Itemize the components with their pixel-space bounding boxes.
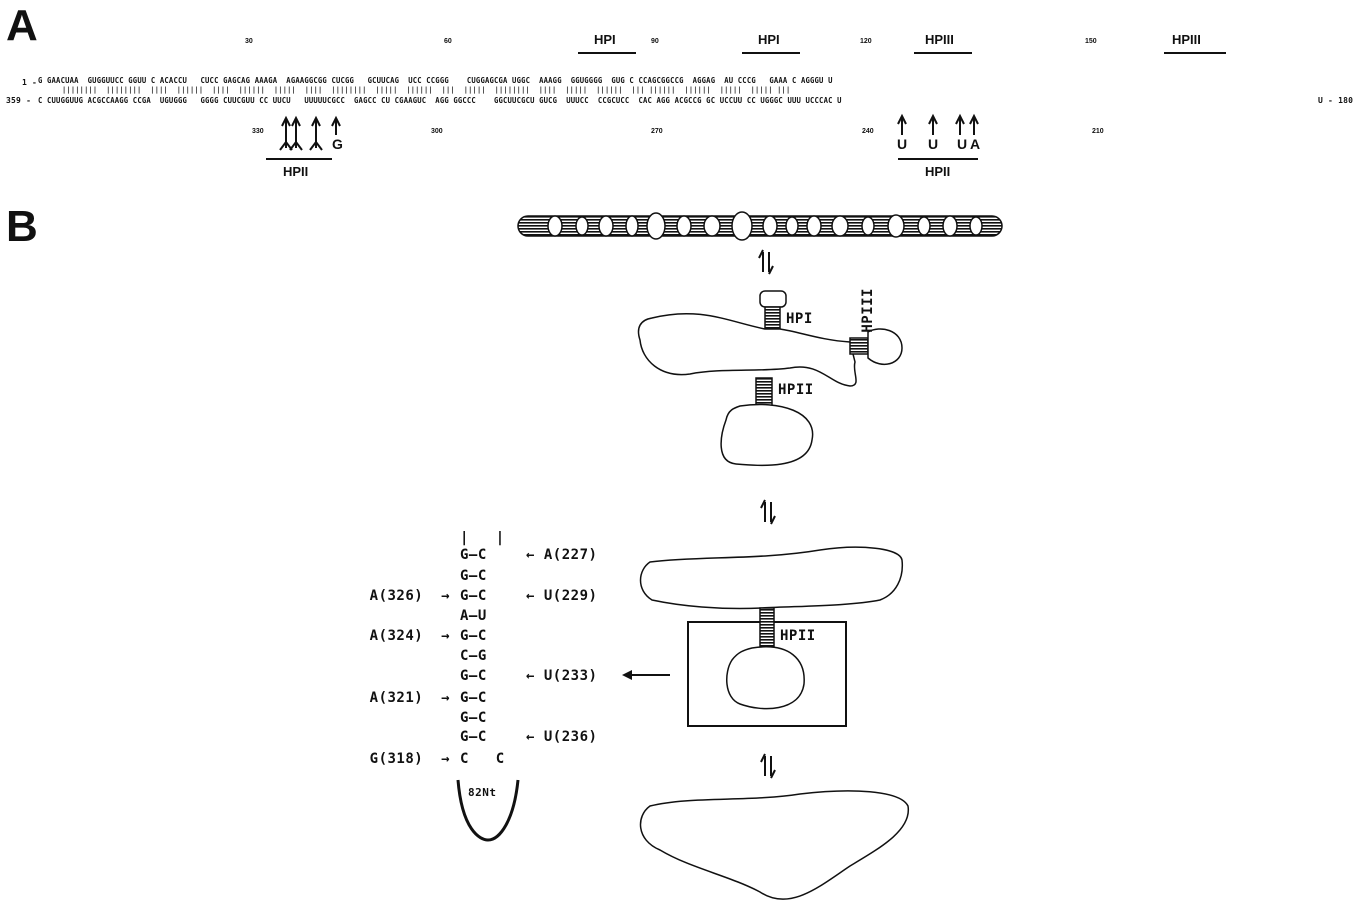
label-hpi: HPI (786, 311, 813, 327)
stem-row-6-pair: C—G (460, 648, 487, 664)
label-hpiii: HPIII (860, 288, 876, 333)
stem-row-5-pair: G—C (460, 628, 487, 644)
stem-row-1-right: ← A(227) (526, 547, 597, 563)
label-hpii-1: HPII (778, 382, 814, 398)
label-hpii-2: HPII (780, 628, 816, 644)
stem-row-3-right: ← U(229) (526, 588, 597, 604)
stem-row-9-pair: G—C (460, 710, 487, 726)
linear-ladder (518, 212, 1002, 240)
loop-label: 82Nt (468, 786, 497, 799)
stem-row-11-left: G(318) → (330, 751, 450, 767)
stem-row-0-pair: | | (460, 530, 505, 546)
mutation-arrows-right (898, 116, 978, 135)
stem-row-10-right: ← U(236) (526, 729, 597, 745)
stem-row-7-right: ← U(233) (526, 668, 597, 684)
stem-row-5-left: A(324) → (330, 628, 450, 644)
stem-row-8-pair: G—C (460, 690, 487, 706)
stem-row-3-pair: G—C (460, 588, 487, 604)
stem-row-3-left: A(326) → (330, 588, 450, 604)
stem-row-2-pair: G—C (460, 568, 487, 584)
stem-row-11-pair: C C (460, 751, 505, 767)
stem-row-1-pair: G—C (460, 547, 487, 563)
stem-row-8-left: A(321) → (330, 690, 450, 706)
structure-3 (641, 791, 909, 899)
stem-row-4-pair: A—U (460, 608, 487, 624)
structure-2 (641, 547, 903, 726)
stem-row-7-pair: G—C (460, 668, 487, 684)
mutation-arrows-left (280, 118, 340, 150)
stem-row-10-pair: G—C (460, 729, 487, 745)
